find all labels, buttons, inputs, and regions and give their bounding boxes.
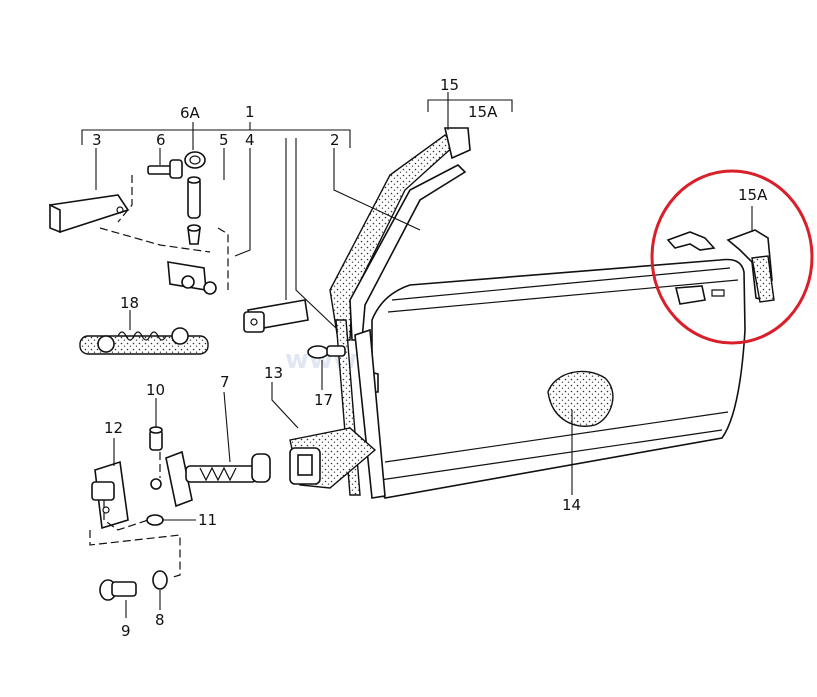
pin-bushing xyxy=(187,224,201,245)
trim-bracket-15a xyxy=(666,229,775,303)
door-check-housing xyxy=(289,427,377,489)
door-shell xyxy=(359,258,746,499)
door-spring xyxy=(79,327,209,355)
label-part-7: 7 xyxy=(220,373,230,391)
striker-plate xyxy=(91,460,129,530)
washer-11 xyxy=(146,514,164,526)
label-part-17: 17 xyxy=(314,391,333,409)
label-part-10: 10 xyxy=(146,381,165,399)
leader-lines xyxy=(81,92,753,618)
upper-hinge-plate xyxy=(243,299,309,333)
label-part-9: 9 xyxy=(121,622,131,640)
label-part-14: 14 xyxy=(562,496,581,514)
label-part-13: 13 xyxy=(264,364,283,382)
door-check-strap xyxy=(150,450,271,508)
label-part-3: 3 xyxy=(92,131,102,149)
highlight-circle xyxy=(650,169,814,345)
label-part-2: 2 xyxy=(330,131,340,149)
label-part-8: 8 xyxy=(155,611,165,629)
check-pin xyxy=(149,426,163,451)
label-part-15a-top: 15A xyxy=(468,103,498,121)
screw xyxy=(99,579,137,601)
label-part-15a-circle: 15A xyxy=(738,186,768,204)
bushing xyxy=(184,151,206,169)
label-part-11: 11 xyxy=(198,511,217,529)
washer-8 xyxy=(152,570,168,590)
hinge-bracket xyxy=(48,194,130,234)
label-part-15: 15 xyxy=(440,76,459,94)
label-part-1: 1 xyxy=(245,103,255,121)
door-handle-recess xyxy=(674,285,706,305)
label-part-6a: 6A xyxy=(180,104,201,122)
label-part-6: 6 xyxy=(156,131,166,149)
label-part-5: 5 xyxy=(219,131,229,149)
frame-top-bracket xyxy=(443,127,471,160)
trim-clip xyxy=(307,345,346,359)
hinge-bolt xyxy=(147,159,183,179)
hinge-pin xyxy=(187,176,201,219)
hinge-strap xyxy=(167,261,217,295)
label-part-12: 12 xyxy=(104,419,123,437)
label-part-18: 18 xyxy=(120,294,139,312)
door-inner-panel-patch xyxy=(547,370,614,427)
label-part-4: 4 xyxy=(245,131,255,149)
